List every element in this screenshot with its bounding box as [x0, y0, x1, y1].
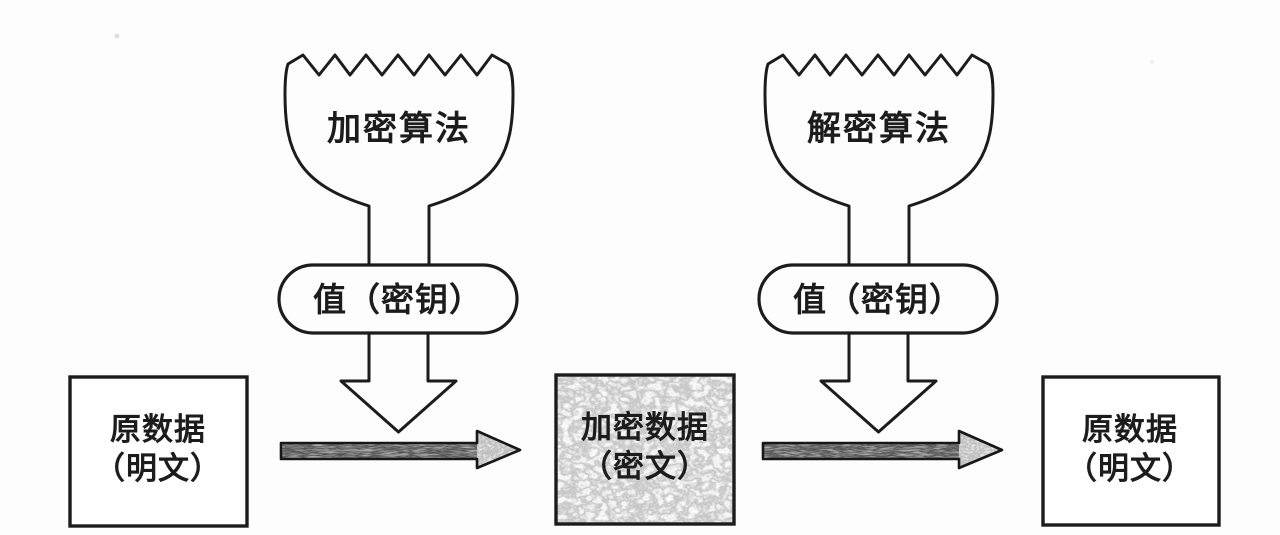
paper-speck [1150, 60, 1154, 64]
cipher-to-plaintext-arrow [761, 429, 1004, 470]
encryption-key-label: 值（密钥） [313, 281, 483, 318]
source-plaintext-line2: （明文） [94, 451, 222, 486]
decryption-funnel-shape [763, 53, 995, 270]
encryption-algorithm-label: 加密算法 [327, 109, 471, 148]
encryption-key-pill [277, 263, 519, 335]
decryption-key-label: 值（密钥） [793, 281, 963, 318]
restored-plaintext-box: 原数据 （明文） [1041, 375, 1221, 527]
source-plaintext-line1: 原数据 [110, 412, 206, 447]
ciphertext-line2: （密文） [581, 449, 709, 484]
decryption-unit: 解密算法 值（密钥） [757, 53, 999, 434]
plaintext-to-cipher-arrow [279, 429, 522, 470]
source-plaintext-box: 原数据 （明文） [68, 375, 249, 528]
decryption-key-pill [757, 263, 999, 335]
ciphertext-box: 加密数据 （密文） [554, 373, 736, 526]
encryption-funnel-shape [283, 53, 515, 270]
restored-plaintext-line1: 原数据 [1082, 412, 1178, 447]
encryption-unit: 加密算法 值（密钥） [277, 53, 519, 434]
decryption-key-down-arrow [819, 332, 938, 434]
encryption-key-down-arrow [339, 332, 458, 434]
paper-speck [114, 33, 120, 39]
restored-plaintext-line2: （明文） [1066, 451, 1194, 486]
ciphertext-line1: 加密数据 [581, 410, 709, 445]
decryption-algorithm-label: 解密算法 [807, 109, 951, 148]
